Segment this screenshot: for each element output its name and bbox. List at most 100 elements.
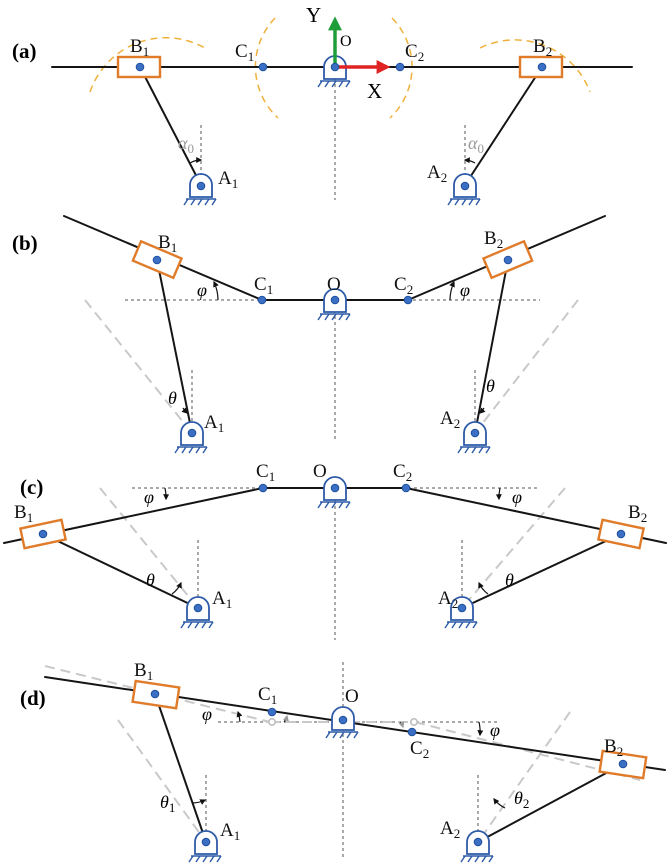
joint-c2-d bbox=[407, 727, 417, 737]
joint-a2-c bbox=[457, 603, 467, 613]
theta-arc-right-c bbox=[478, 581, 489, 595]
joint-a1-a bbox=[196, 181, 206, 191]
panel-c-label: (c) bbox=[20, 475, 43, 499]
label-b2-a: B2 bbox=[533, 36, 552, 59]
joint-o-c bbox=[330, 483, 340, 493]
panel-b-label: (b) bbox=[12, 231, 38, 255]
joint-b1-a bbox=[135, 62, 145, 72]
label-c1-b: C1 bbox=[254, 274, 273, 297]
phi-arc-right-c bbox=[495, 487, 502, 501]
label-c2-b: C2 bbox=[394, 274, 413, 297]
phi-arc-left-small-d bbox=[283, 714, 289, 723]
label-b2-b: B2 bbox=[484, 228, 503, 251]
ghost-c2-d bbox=[410, 718, 418, 726]
label-alpha0-left: α0 bbox=[178, 133, 194, 156]
link-a1b1-b bbox=[156, 259, 193, 434]
label-theta-right-b: θ bbox=[486, 376, 495, 396]
label-b2-c: B2 bbox=[628, 502, 647, 525]
arc-b2-right bbox=[479, 39, 591, 93]
label-phi-right-c: φ bbox=[512, 487, 522, 507]
joint-c1-a bbox=[258, 62, 268, 72]
joint-o-b bbox=[330, 295, 340, 305]
label-theta-left-b: θ bbox=[168, 388, 177, 408]
joint-o-a bbox=[330, 62, 340, 72]
joint-b2-c bbox=[616, 529, 626, 539]
joint-c2-a bbox=[395, 62, 405, 72]
joint-c1-c bbox=[258, 483, 268, 493]
joint-a2-b bbox=[470, 428, 480, 438]
joint-b1-c bbox=[38, 529, 48, 539]
panel-d-label: (d) bbox=[20, 686, 46, 710]
label-a1-d: A1 bbox=[220, 820, 240, 843]
label-o-a: O bbox=[340, 33, 352, 50]
joint-b2-a bbox=[537, 62, 547, 72]
theta-arc-right-b bbox=[479, 407, 486, 414]
alpha-arc-right bbox=[463, 157, 476, 164]
theta-arc-left-c bbox=[171, 581, 182, 595]
label-o-d: O bbox=[345, 686, 359, 707]
label-o-b: O bbox=[327, 274, 341, 295]
joint-a2-a bbox=[460, 181, 470, 191]
label-a2-b: A2 bbox=[440, 408, 460, 431]
joint-c2-b bbox=[403, 295, 413, 305]
joint-a1-b bbox=[187, 428, 197, 438]
panel-c: (c) C1 C2 O B1 B2 φ φ θ bbox=[3, 461, 667, 640]
link-a2b2-c bbox=[461, 533, 622, 609]
arc-b1-left bbox=[89, 37, 206, 93]
label-c1-d: C1 bbox=[258, 684, 277, 707]
phi-arc-right-small-d bbox=[398, 721, 405, 729]
label-b1-d: B1 bbox=[134, 660, 153, 683]
arc-c2 bbox=[389, 17, 413, 119]
theta2-arc-d bbox=[493, 798, 506, 809]
label-theta1-d: θ1 bbox=[160, 792, 175, 815]
theta1-arc-d bbox=[191, 799, 207, 805]
label-a1-a: A1 bbox=[218, 168, 238, 191]
phi-arc-left-d bbox=[236, 710, 243, 723]
label-b1-a: B1 bbox=[130, 36, 149, 59]
joint-b1-b bbox=[152, 255, 162, 265]
panel-a-label: (a) bbox=[12, 39, 37, 63]
label-c1-a: C1 bbox=[235, 41, 254, 64]
joint-a2-d bbox=[473, 837, 483, 847]
ghost-link-left-d bbox=[117, 719, 207, 843]
pivot-a1-d bbox=[188, 830, 222, 863]
label-b1-b: B1 bbox=[158, 232, 177, 255]
label-phi-left-b: φ bbox=[197, 280, 207, 300]
link-a1b1-c bbox=[42, 533, 199, 609]
label-theta-right-c: θ bbox=[505, 570, 514, 590]
joint-b1-d bbox=[150, 689, 160, 699]
link-a2b2-a bbox=[464, 66, 543, 186]
arc-c1 bbox=[254, 17, 279, 119]
label-c2-d: C2 bbox=[410, 738, 429, 761]
joint-a1-c bbox=[193, 603, 203, 613]
label-a1-c: A1 bbox=[212, 588, 232, 611]
label-theta-left-c: θ bbox=[146, 570, 155, 590]
phi-arc-right-d bbox=[477, 721, 484, 737]
label-a2-d: A2 bbox=[440, 818, 460, 841]
label-x-axis: X bbox=[367, 79, 382, 103]
label-o-c: O bbox=[313, 461, 327, 482]
link-a2b2-d bbox=[477, 763, 624, 843]
link-a1b1-a bbox=[139, 66, 202, 186]
link-a1b1-d bbox=[154, 693, 207, 843]
panel-a: (a) B1 bbox=[12, 3, 633, 206]
label-phi-left-c: φ bbox=[144, 487, 154, 507]
joint-a1-d bbox=[201, 837, 211, 847]
label-c2-a: C2 bbox=[405, 41, 424, 64]
theta-arc-left-b bbox=[181, 407, 188, 414]
label-theta2-d: θ2 bbox=[514, 788, 529, 811]
joint-c1-d bbox=[267, 707, 277, 717]
link-a2b2-b bbox=[474, 259, 509, 434]
joint-b2-b bbox=[503, 255, 513, 265]
label-phi-left-d: φ bbox=[202, 704, 212, 724]
phi-arc-left-b bbox=[213, 280, 219, 301]
label-phi-right-b: φ bbox=[460, 280, 470, 300]
panel-d: (d) bbox=[20, 660, 666, 863]
label-c2-c: C2 bbox=[393, 461, 412, 484]
joint-c1-b bbox=[257, 295, 267, 305]
pivot-a2-b bbox=[457, 421, 491, 454]
joint-b2-d bbox=[618, 759, 628, 769]
alpha-arc-left bbox=[189, 157, 203, 164]
label-b2-d: B2 bbox=[604, 736, 623, 759]
label-a2-c: A2 bbox=[438, 588, 458, 611]
